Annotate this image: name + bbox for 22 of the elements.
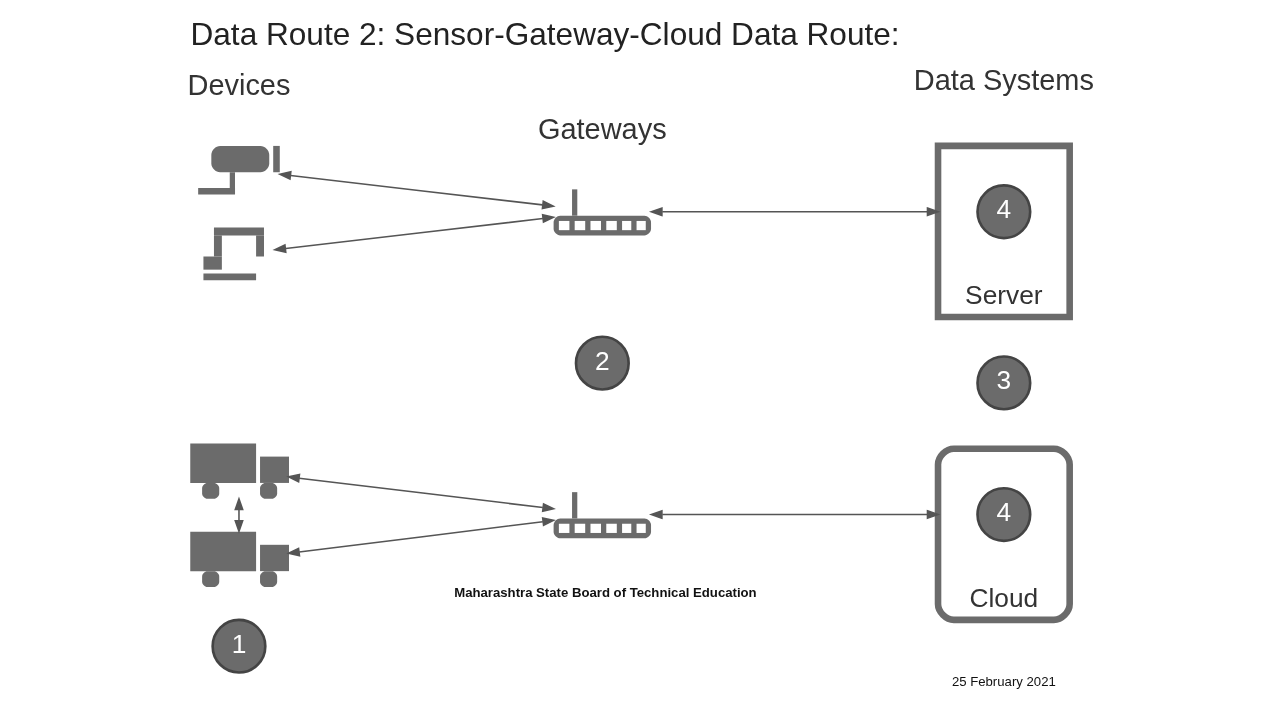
node-circle: 1 bbox=[210, 618, 267, 674]
arrow bbox=[272, 213, 556, 253]
label: Maharashtra State Board of Technical Education bbox=[453, 584, 757, 600]
node-circle: 3 bbox=[975, 354, 1031, 411]
diagram-title: Data Route 2: Sensor-Gateway-Cloud Data Route: bbox=[189, 15, 900, 52]
node-label: Cloud bbox=[968, 582, 1038, 613]
cluster bbox=[934, 444, 1073, 623]
arrow bbox=[285, 516, 556, 557]
arrow bbox=[285, 472, 556, 512]
node-circle: 2 bbox=[574, 335, 630, 391]
node-circle: 4 bbox=[975, 183, 1031, 239]
arrow bbox=[648, 509, 940, 519]
arrow bbox=[233, 496, 244, 534]
label: Data Systems bbox=[913, 63, 1094, 96]
label: Devices bbox=[186, 68, 290, 101]
node-circle: 4 bbox=[975, 486, 1031, 542]
label: 25 February 2021 bbox=[951, 673, 1056, 689]
node-label: Server bbox=[964, 279, 1043, 310]
arrow bbox=[648, 206, 940, 217]
cluster bbox=[934, 142, 1073, 320]
arrow bbox=[277, 170, 556, 210]
label: Gateways bbox=[537, 112, 667, 145]
